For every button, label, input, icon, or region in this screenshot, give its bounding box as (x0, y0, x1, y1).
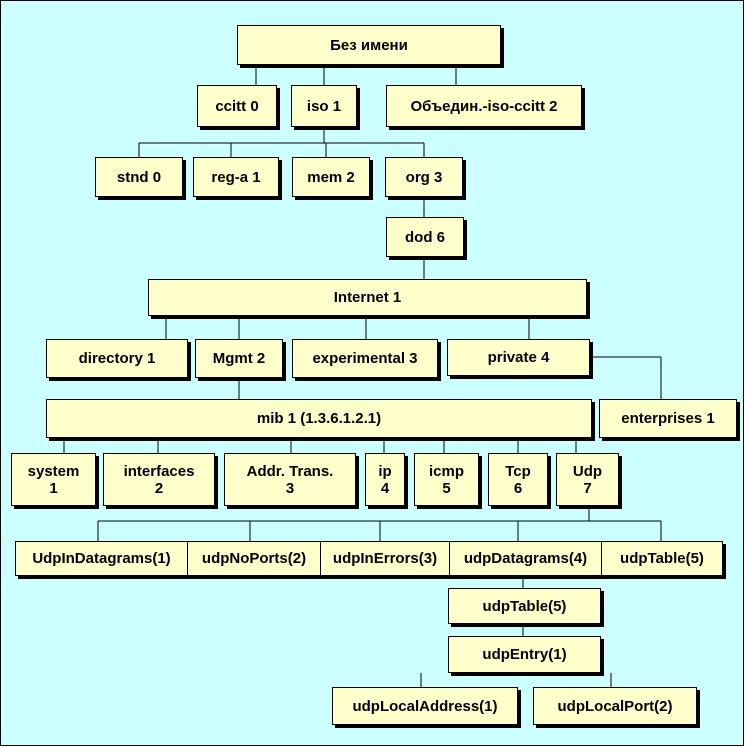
node-mem: mem 2 (292, 157, 370, 197)
node-org: org 3 (385, 157, 463, 197)
node-iso: iso 1 (291, 85, 357, 127)
node-mib: mib 1 (1.3.6.1.2.1) (46, 399, 592, 438)
node-dod: dod 6 (386, 217, 464, 257)
node-udp-table: udpTable(5) (448, 588, 601, 624)
node-udp-no-ports: udpNoPorts(2) (187, 542, 320, 575)
node-internet: Internet 1 (148, 279, 587, 316)
node-mgmt: Mgmt 2 (195, 339, 283, 378)
node-experimental: experimental 3 (292, 339, 438, 378)
node-directory: directory 1 (46, 339, 188, 378)
node-joint-iso-ccitt: Объедин.-iso-ccitt 2 (386, 85, 582, 127)
node-udp-datagrams: udpDatagrams(4) (449, 542, 601, 575)
node-interfaces: interfaces 2 (103, 453, 215, 506)
node-addr-trans: Addr. Trans. 3 (224, 453, 356, 506)
node-enterprises: enterprises 1 (599, 399, 737, 438)
udp-objects-row: UdpInDatagrams(1) udpNoPorts(2) udpInErr… (15, 541, 723, 576)
node-udp: Udp 7 (556, 453, 619, 506)
node-udp-local-port: udpLocalPort(2) (533, 687, 697, 725)
node-udp-in-datagrams: UdpInDatagrams(1) (32, 550, 171, 567)
node-ip: ip 4 (365, 453, 405, 506)
node-udp-in-errors: udpInErrors(3) (320, 542, 449, 575)
node-ccitt: ccitt 0 (197, 85, 277, 127)
node-udp-entry: udpEntry(1) (448, 636, 601, 673)
node-stnd: stnd 0 (95, 157, 183, 197)
node-tcp: Tcp 6 (488, 453, 548, 506)
node-system: system 1 (11, 453, 96, 506)
root-node: Без имени (237, 25, 501, 65)
node-reg-a: reg-a 1 (193, 157, 279, 197)
node-private: private 4 (447, 339, 590, 376)
node-udp-table-ref: udpTable(5) (601, 542, 722, 575)
node-udp-local-address: udpLocalAddress(1) (332, 687, 518, 725)
node-icmp: icmp 5 (414, 453, 479, 506)
